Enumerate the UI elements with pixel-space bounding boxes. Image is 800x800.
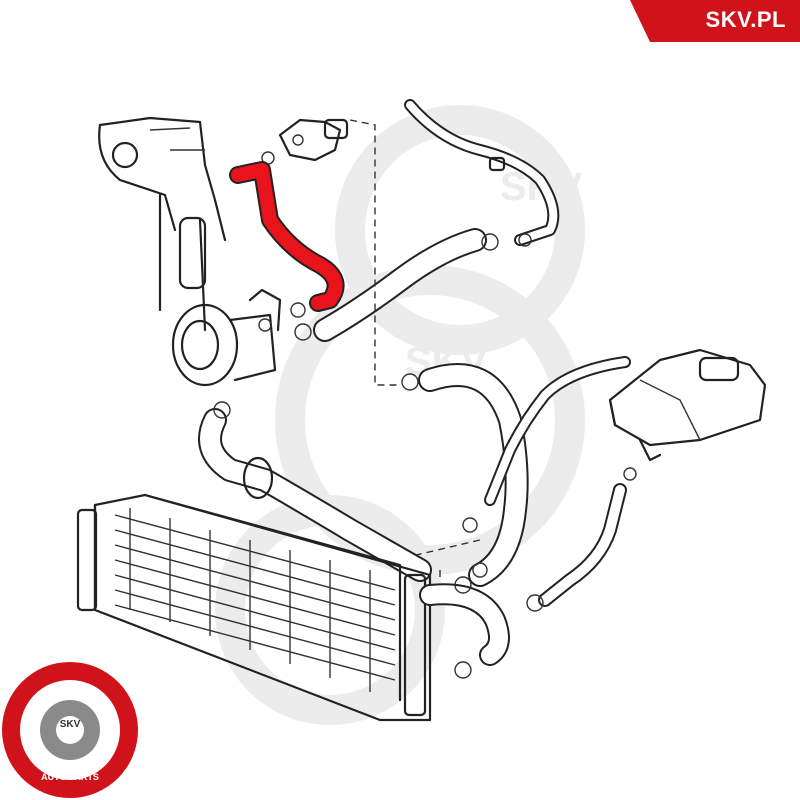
bypass-pipe [404,99,560,246]
radiator [76,493,432,722]
upper-radiator-hose [294,228,499,342]
brand-banner [630,0,800,42]
thermostat-housing [261,118,349,165]
expansion-tank [608,348,767,462]
tank-hoses [484,356,637,612]
hose-clamps [290,233,532,578]
highlighted-coolant-hose[interactable] [229,161,345,312]
heater-hose [198,401,432,582]
badge-center-text: SKV [60,719,81,730]
skv-badge: SKV AFTERMARKET PRICE · OE QUALITY AUTO … [2,662,138,798]
badge-bottom-text: AUTO PARTS [41,772,99,782]
brand-logo-text: SKV.PL [705,7,786,32]
water-pump [171,288,282,387]
lower-radiator-hose [401,363,529,587]
engine-block [98,116,227,332]
outlet-hose [419,576,510,679]
